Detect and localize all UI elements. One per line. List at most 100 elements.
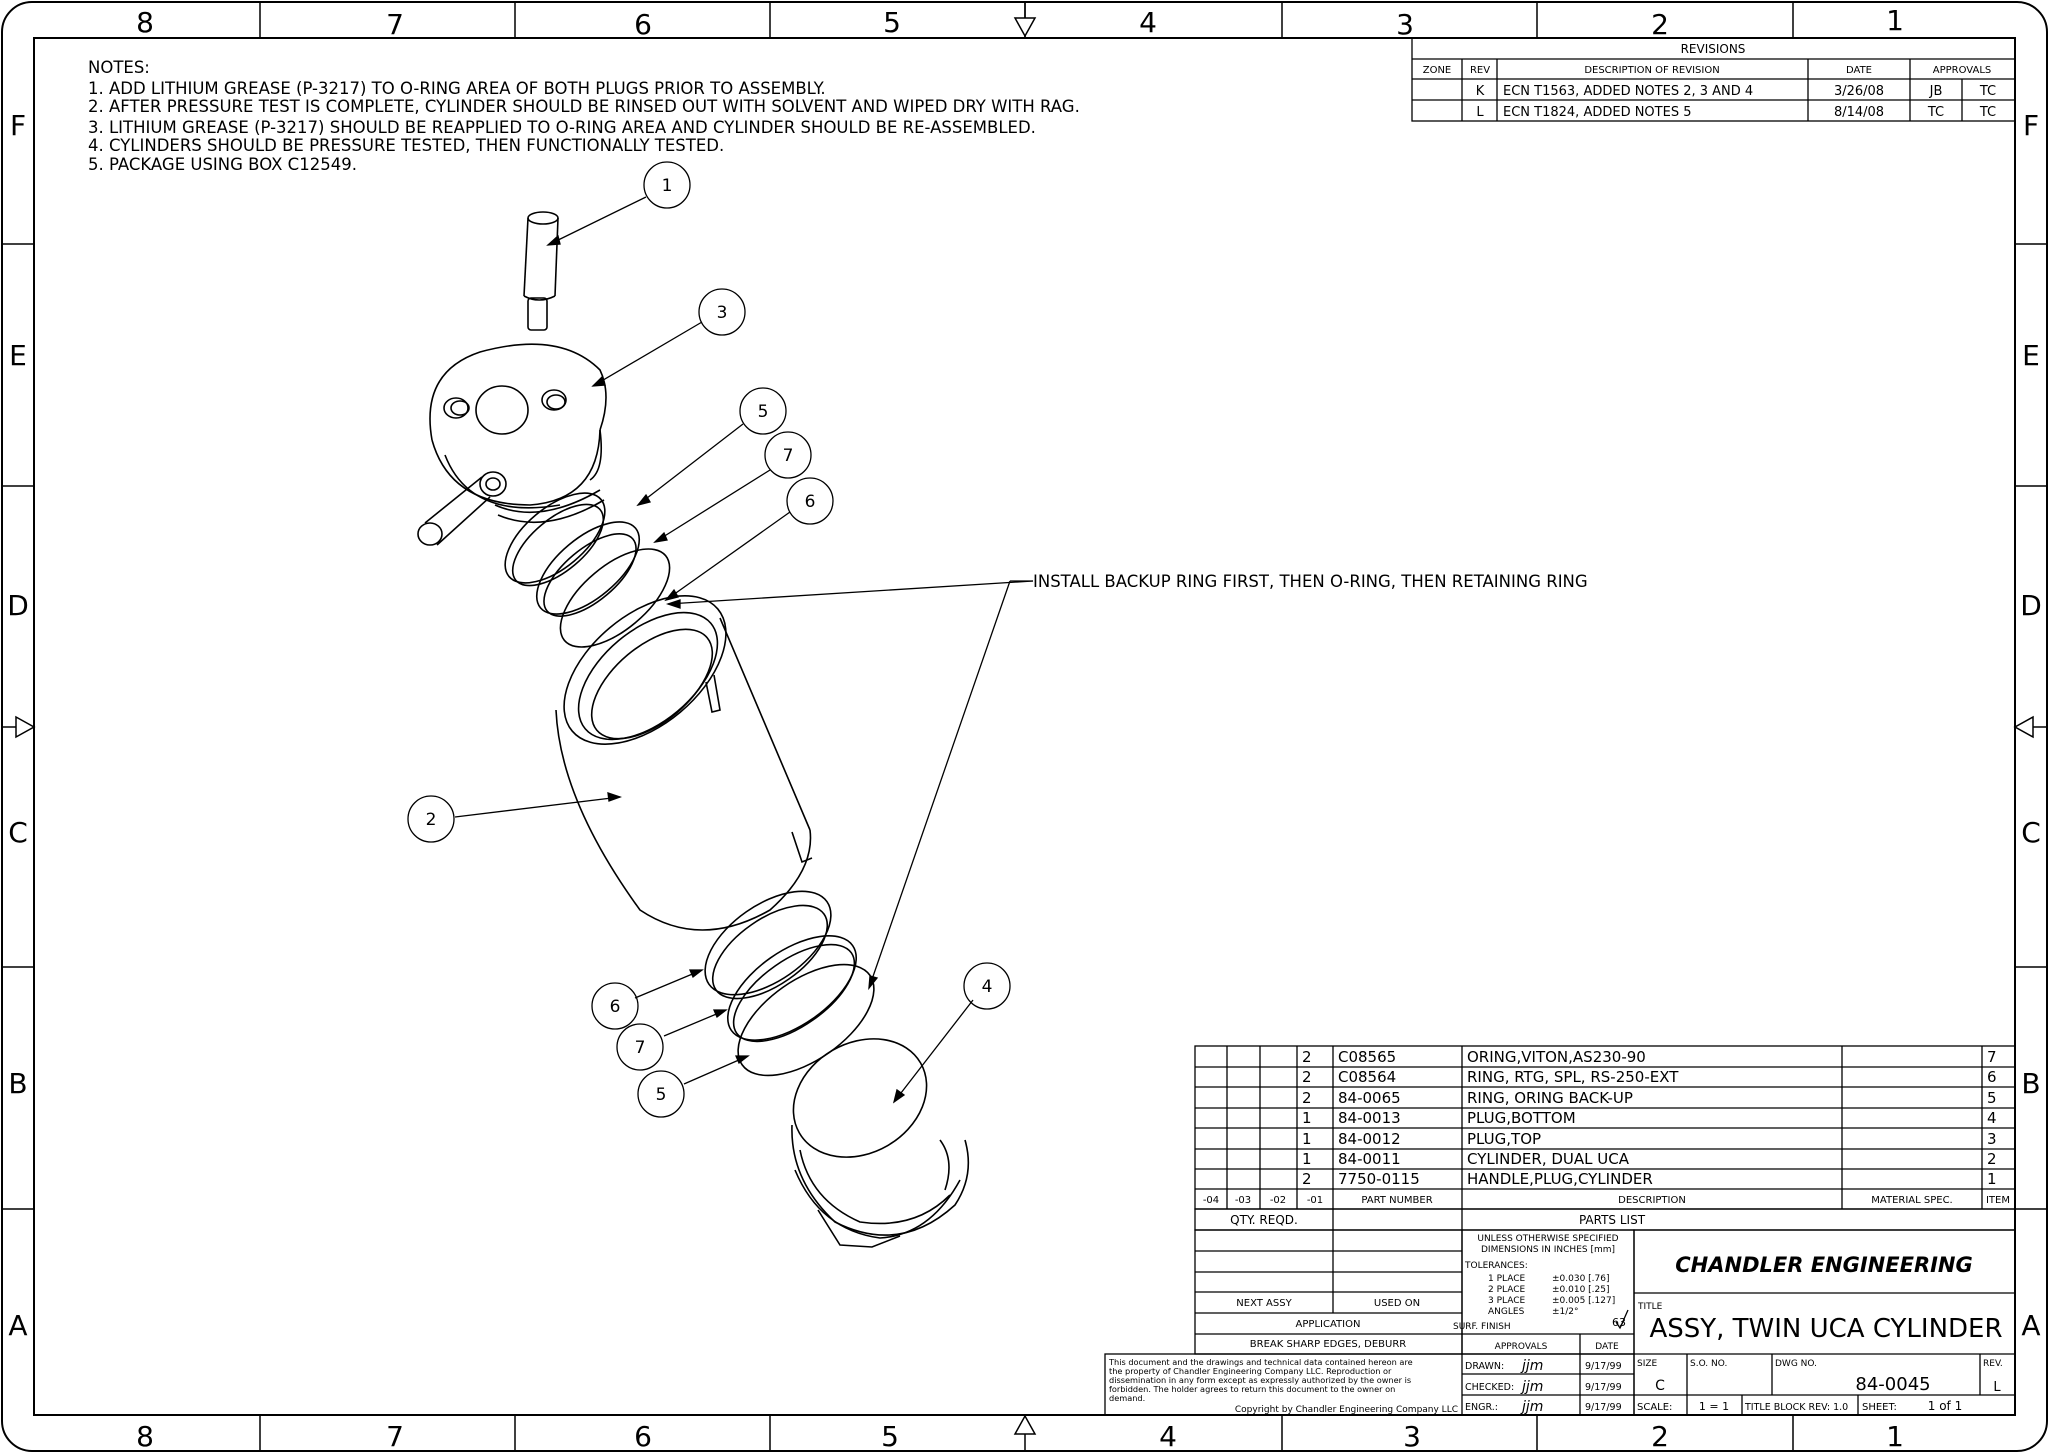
disclaimer-line-2: the property of Chandler Engineering Com… xyxy=(1109,1366,1392,1376)
balloon-7-lower-circle xyxy=(616,1023,664,1071)
zone-row-f-right: F xyxy=(2023,109,2039,142)
dimensions-units: DIMENSIONS IN INCHES [mm] xyxy=(1481,1245,1615,1255)
so-label: S.O. NO. xyxy=(1690,1359,1727,1369)
zone-col-5-bottom: 5 xyxy=(881,1420,899,1453)
sheet-value: 1 of 1 xyxy=(1928,1399,1962,1413)
parts-row-1-item: 7 xyxy=(1987,1048,1997,1066)
rev-row-1-approval-1: JB xyxy=(1929,84,1943,99)
dwg-no-label: DWG NO. xyxy=(1775,1359,1817,1369)
next-assy-label: NEXT ASSY xyxy=(1236,1298,1292,1309)
parts-header-material: MATERIAL SPEC. xyxy=(1871,1195,1952,1206)
revisions-table xyxy=(1411,37,2016,122)
parts-row-4-part: 84-0013 xyxy=(1338,1109,1401,1127)
parts-row-3-part: 84-0065 xyxy=(1338,1089,1401,1107)
parts-row-3-desc: RING, ORING BACK-UP xyxy=(1467,1089,1633,1107)
zone-col-7: 7 xyxy=(386,8,404,41)
parts-header-item: ITEM xyxy=(1986,1195,2010,1206)
balloon-6-lower: 6 xyxy=(610,997,621,1017)
drawing-title: ASSY, TWIN UCA CYLINDER xyxy=(1649,1314,2002,1344)
parts-row-5-qty: 1 xyxy=(1302,1130,1312,1148)
zone-col-6: 6 xyxy=(634,8,652,41)
disclaimer-line-5: demand. xyxy=(1109,1393,1145,1403)
note-3: 3. LITHIUM GREASE (P-3217) SHOULD BE REA… xyxy=(88,118,1036,137)
checked-initials: jjm xyxy=(1520,1379,1543,1395)
zone-row-b: B xyxy=(8,1067,27,1100)
title-block-right: CHANDLER ENGINEERING TITLE ASSY, TWIN UC… xyxy=(1637,1253,2003,1413)
parts-row-1-qty: 2 xyxy=(1302,1048,1312,1066)
disclaimer-line-3: dissemination in any form except as expr… xyxy=(1109,1375,1411,1385)
exploded-assembly xyxy=(417,211,970,1248)
item-balloons: 1 3 5 7 6 2 6 7 5 4 xyxy=(407,161,1011,1118)
tol-1-value: ±0.030 [.76] xyxy=(1552,1274,1610,1284)
drawn-initials: jjm xyxy=(1520,1358,1543,1374)
balloon-6-upper-circle xyxy=(786,477,834,525)
tol-2-label: 2 PLACE xyxy=(1488,1285,1526,1295)
parts-row-5-part: 84-0012 xyxy=(1338,1130,1401,1148)
parts-row-2-part: C08564 xyxy=(1338,1068,1396,1086)
used-on-label: USED ON xyxy=(1374,1298,1420,1309)
rev-label: REV. xyxy=(1983,1359,2003,1369)
parts-row-1-part: C08565 xyxy=(1338,1048,1396,1066)
zone-row-d: D xyxy=(7,589,29,622)
parts-row-4-qty: 1 xyxy=(1302,1109,1312,1127)
drawn-date: 9/17/99 xyxy=(1585,1361,1622,1372)
engr-label: ENGR.: xyxy=(1465,1402,1498,1413)
rev-header-approvals: APPROVALS xyxy=(1933,65,1992,76)
zone-col-1-bottom: 1 xyxy=(1886,1420,1904,1453)
company-name: CHANDLER ENGINEERING xyxy=(1675,1253,1973,1277)
balloon-5-lower: 5 xyxy=(656,1085,667,1105)
part-handle-pin xyxy=(523,211,559,331)
zone-column-labels: 8 7 6 5 4 3 2 1 8 7 6 5 4 3 2 1 xyxy=(136,4,1904,1453)
parts-row-6-desc: CYLINDER, DUAL UCA xyxy=(1467,1150,1630,1168)
copyright-line: Copyright by Chandler Engineering Compan… xyxy=(1235,1405,1458,1415)
disclaimer-line-4: forbidden. The holder agrees to return t… xyxy=(1109,1384,1395,1394)
rev-row-2-desc: ECN T1824, ADDED NOTES 5 xyxy=(1503,105,1691,120)
rev-row-2-rev: L xyxy=(1476,105,1484,120)
parts-row-4-item: 4 xyxy=(1987,1109,1997,1127)
approval-date-label: DATE xyxy=(1595,1342,1619,1352)
balloon-1: 1 xyxy=(662,176,673,196)
tol-2-value: ±0.010 [.25] xyxy=(1552,1285,1610,1295)
dwg-no-value: 84-0045 xyxy=(1855,1374,1930,1395)
rev-row-1-date: 3/26/08 xyxy=(1834,84,1884,99)
parts-row-7-desc: HANDLE,PLUG,CYLINDER xyxy=(1467,1170,1653,1188)
balloon-5-lower-circle xyxy=(637,1070,685,1118)
size-label: SIZE xyxy=(1637,1359,1658,1369)
parts-list-header: -04 -03 -02 -01 PART NUMBER DESCRIPTION … xyxy=(1203,1195,2010,1227)
part-cylinder xyxy=(555,595,813,931)
unless-specified: UNLESS OTHERWISE SPECIFIED xyxy=(1477,1234,1618,1244)
tol-finish-label: SURF. FINISH xyxy=(1453,1322,1511,1332)
rev-row-2-approval-2: TC xyxy=(1979,105,1996,120)
zone-row-e: E xyxy=(9,339,27,372)
parts-row-2-desc: RING, RTG, SPL, RS-250-EXT xyxy=(1467,1068,1679,1086)
zone-row-a: A xyxy=(8,1309,27,1342)
tolerance-block: UNLESS OTHERWISE SPECIFIED DIMENSIONS IN… xyxy=(1453,1234,1626,1352)
balloon-3: 3 xyxy=(717,303,728,323)
qty-reqd-label: QTY. REQD. xyxy=(1230,1213,1298,1227)
balloon-5-upper-circle xyxy=(739,387,787,435)
note-5: 5. PACKAGE USING BOX C12549. xyxy=(88,155,357,174)
zone-row-b-right: B xyxy=(2021,1067,2040,1100)
rev-header-date: DATE xyxy=(1846,65,1872,76)
zone-col-8: 8 xyxy=(136,6,154,39)
revisions-text: REVISIONS ZONE REV DESCRIPTION OF REVISI… xyxy=(1423,42,1996,120)
zone-col-3-bottom: 3 xyxy=(1403,1420,1421,1453)
tol-angles-value: ±1/2° xyxy=(1552,1307,1579,1317)
zone-col-6-bottom: 6 xyxy=(634,1420,652,1453)
zone-row-e-right: E xyxy=(2022,339,2040,372)
parts-row-6-qty: 1 xyxy=(1302,1150,1312,1168)
drawn-label: DRAWN: xyxy=(1465,1361,1504,1372)
zone-col-2-bottom: 2 xyxy=(1651,1420,1669,1453)
zone-row-c-right: C xyxy=(2021,816,2041,849)
tol-3-value: ±0.005 [.127] xyxy=(1552,1296,1615,1306)
parts-header-02: -02 xyxy=(1270,1195,1286,1206)
parts-header-description: DESCRIPTION xyxy=(1618,1195,1686,1206)
balloon-2: 2 xyxy=(426,810,437,830)
balloon-4: 4 xyxy=(982,977,993,997)
parts-row-3-item: 5 xyxy=(1987,1089,1997,1107)
rev-row-1-approval-2: TC xyxy=(1979,84,1996,99)
balloon-2-circle xyxy=(407,795,455,843)
zone-col-4: 4 xyxy=(1139,6,1157,39)
